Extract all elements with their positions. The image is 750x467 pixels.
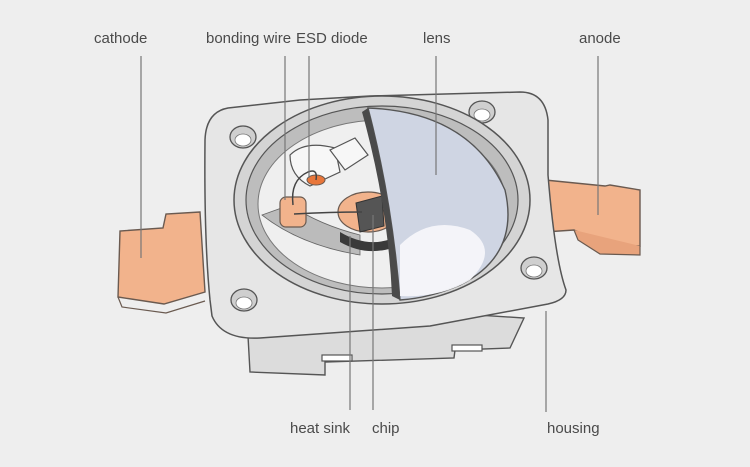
label-cathode: cathode xyxy=(94,30,148,47)
label-lens: lens xyxy=(423,30,451,47)
label-esd-diode: ESD diode xyxy=(296,30,368,47)
leader-lines xyxy=(140,56,599,412)
label-chip: chip xyxy=(372,420,400,437)
label-bonding-wire: bonding wire xyxy=(206,30,292,47)
bonding-wire xyxy=(291,170,363,215)
cathode-lead xyxy=(117,211,206,314)
chip xyxy=(355,195,385,233)
label-heat-sink: heat sink xyxy=(290,420,351,437)
label-housing: housing xyxy=(547,420,600,437)
anode-lead xyxy=(544,179,641,256)
lens xyxy=(362,107,509,301)
label-anode: anode xyxy=(579,30,621,47)
